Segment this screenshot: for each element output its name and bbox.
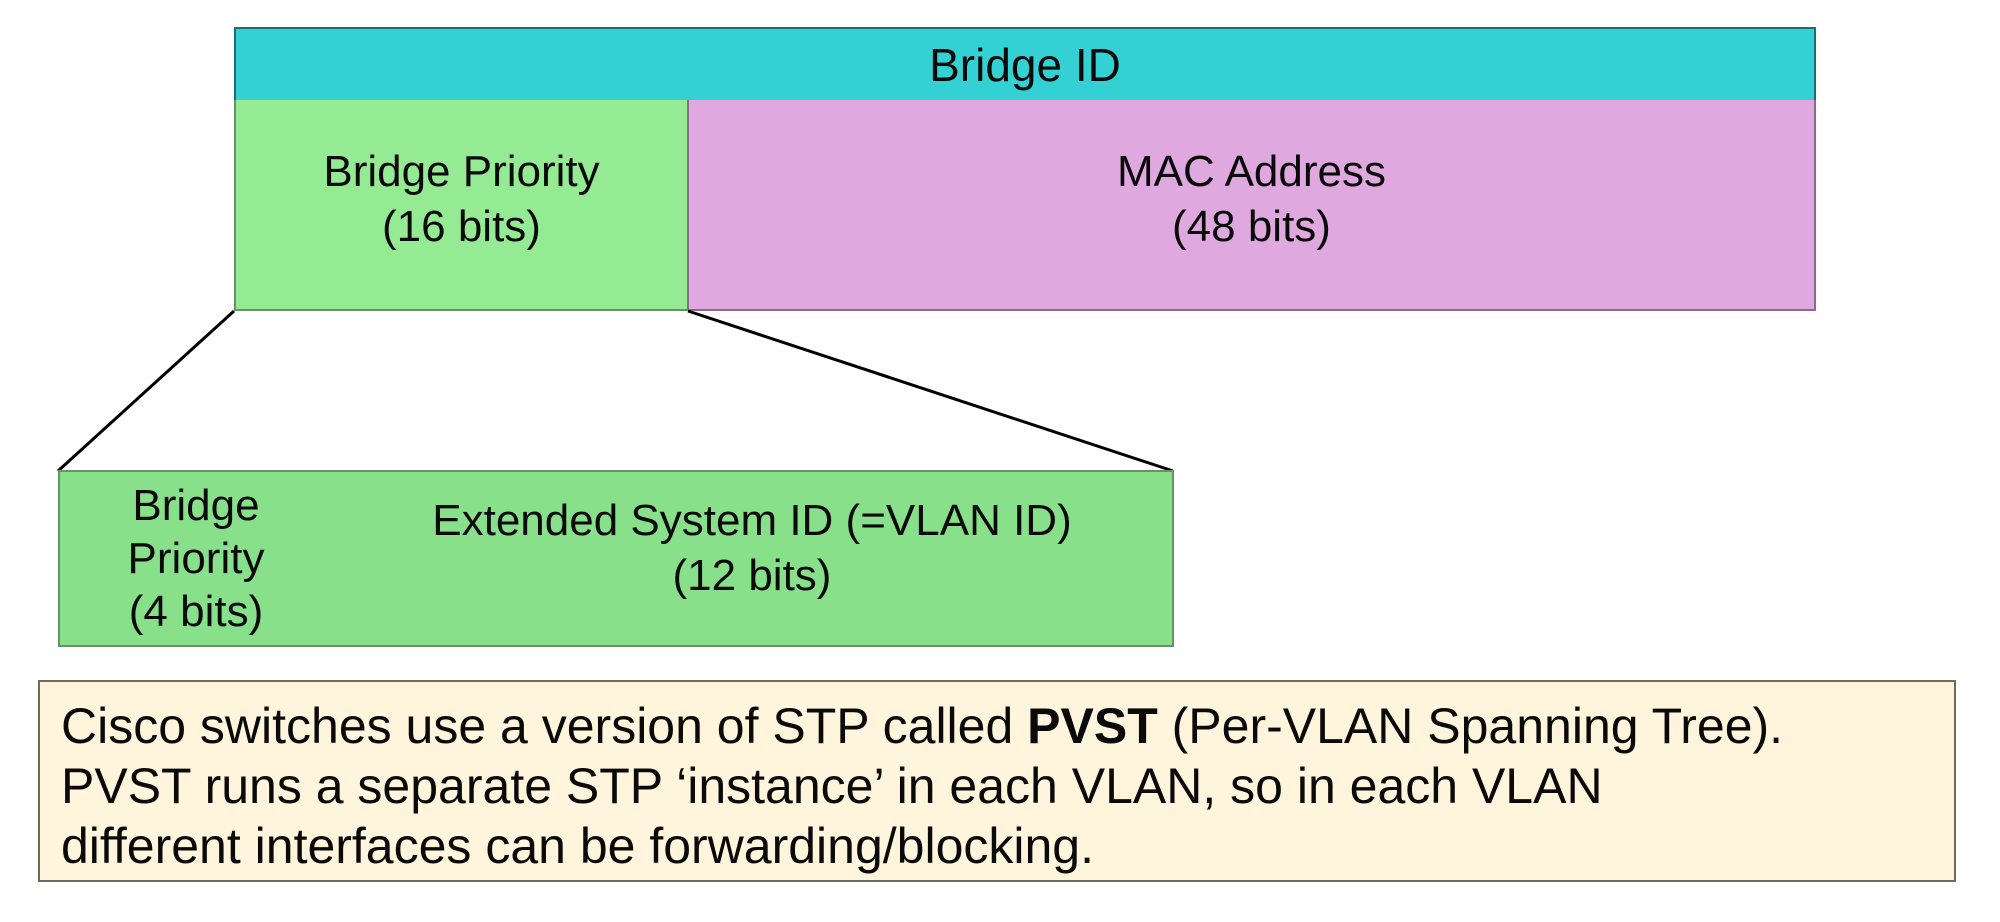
expansion-line-right <box>687 309 1174 473</box>
bridge-priority-label: Bridge Priority <box>323 146 600 196</box>
bridge-id-label: Bridge ID <box>929 38 1121 91</box>
extended-system-id-field: Extended System ID (=VLAN ID) (12 bits) <box>332 470 1174 647</box>
bridge-priority-size: (16 bits) <box>382 201 541 251</box>
bridge-id-header: Bridge ID <box>234 27 1816 102</box>
bridge-priority-field: Bridge Priority (16 bits) <box>234 100 689 311</box>
bridge-priority-4bit-size: (4 bits) <box>128 587 264 636</box>
note-pvst-bold: PVST <box>1027 698 1158 754</box>
extended-system-id-size: (12 bits) <box>672 550 832 600</box>
bridge-priority-4bit-label-line1: Bridge <box>132 481 260 530</box>
note-line-1-tail: (Per-VLAN Spanning Tree). <box>1157 698 1784 754</box>
mac-address-label: MAC Address <box>1117 146 1386 196</box>
bridge-priority-4bit-label-line2: Priority <box>127 534 265 583</box>
pvst-note: Cisco switches use a version of STP call… <box>38 680 1956 882</box>
note-line-1: Cisco switches use a version of STP call… <box>61 696 1954 756</box>
mac-address-size: (48 bits) <box>1172 201 1331 251</box>
mac-address-field: MAC Address (48 bits) <box>687 100 1816 311</box>
note-line-2: PVST runs a separate STP ‘instance’ in e… <box>61 758 1603 814</box>
bridge-priority-4bit-field: Bridge Priority (4 bits) <box>58 470 334 647</box>
note-line-1-text: Cisco switches use a version of STP call… <box>61 698 1028 754</box>
expansion-line-left <box>56 309 236 473</box>
note-line-3: different interfaces can be forwarding/b… <box>61 818 1095 874</box>
extended-system-id-label: Extended System ID (=VLAN ID) <box>432 495 1072 545</box>
